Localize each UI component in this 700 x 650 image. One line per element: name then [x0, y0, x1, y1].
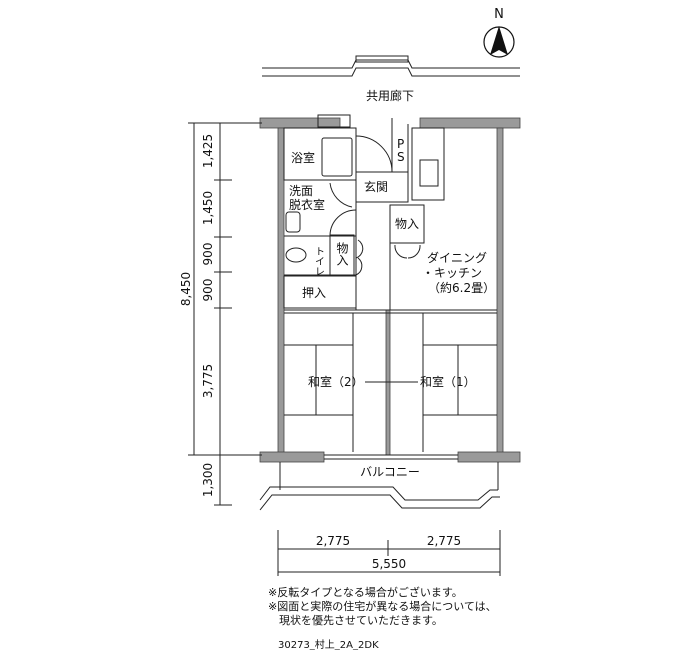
- dim-v-total: 8,450: [179, 272, 193, 306]
- dim-h-1: 2,775: [427, 534, 461, 548]
- dim-h-0: 2,775: [316, 534, 350, 548]
- washroom-label-1: 洗面: [289, 184, 313, 198]
- corridor-rail: [262, 55, 520, 77]
- horizontal-dimension-lines: [277, 530, 501, 576]
- closet-label: 押入: [302, 286, 326, 300]
- toilet-label: トイレ: [313, 246, 325, 276]
- interior-walls: [283, 114, 497, 460]
- dim-v-4: 3,775: [201, 364, 215, 398]
- balcony-label: バルコニー: [360, 465, 420, 479]
- washitsu1-label: 和室（1）: [420, 374, 476, 389]
- dim-v-2: 900: [201, 243, 215, 266]
- note-3: 現状を優先させていただきます。: [268, 614, 443, 627]
- dim-v-1: 1,450: [201, 191, 215, 225]
- note-2: ※図面と実際の住宅が異なる場合については、: [268, 600, 497, 613]
- dim-v-0: 1,425: [201, 134, 215, 168]
- note-1: ※反転タイプとなる場合がございます。: [268, 586, 463, 599]
- ps-label-p: P: [397, 137, 404, 151]
- dim-v-3: 900: [201, 279, 215, 302]
- compass-label: N: [494, 7, 504, 22]
- dk-label-3: （約6.2畳）: [428, 280, 495, 295]
- bath-label: 浴室: [291, 150, 315, 165]
- vertical-dimension-labels: 1,425 1,450 900 900 3,775 1,300 8,450: [179, 134, 215, 497]
- dim-h-total: 5,550: [372, 557, 406, 571]
- corridor-label: 共用廊下: [366, 88, 414, 103]
- dk-label-1: ダイニング: [427, 250, 487, 265]
- storage-upper-label: 物入: [395, 217, 419, 231]
- storage-small-label: 物入: [335, 242, 349, 266]
- washroom-label-2: 脱衣室: [289, 197, 325, 212]
- dim-v-5: 1,300: [201, 463, 215, 497]
- vertical-dimension-lines: [188, 122, 262, 506]
- ps-label-s: S: [397, 150, 405, 164]
- entrance-label: 玄関: [364, 179, 388, 194]
- balcony-rail: [259, 462, 500, 511]
- plan-code: 30273_村上_2A_2DK: [278, 640, 379, 650]
- north-compass-icon: [483, 26, 515, 58]
- washitsu2-label: 和室（2）: [308, 374, 364, 389]
- dk-label-2: ・キッチン: [422, 266, 482, 280]
